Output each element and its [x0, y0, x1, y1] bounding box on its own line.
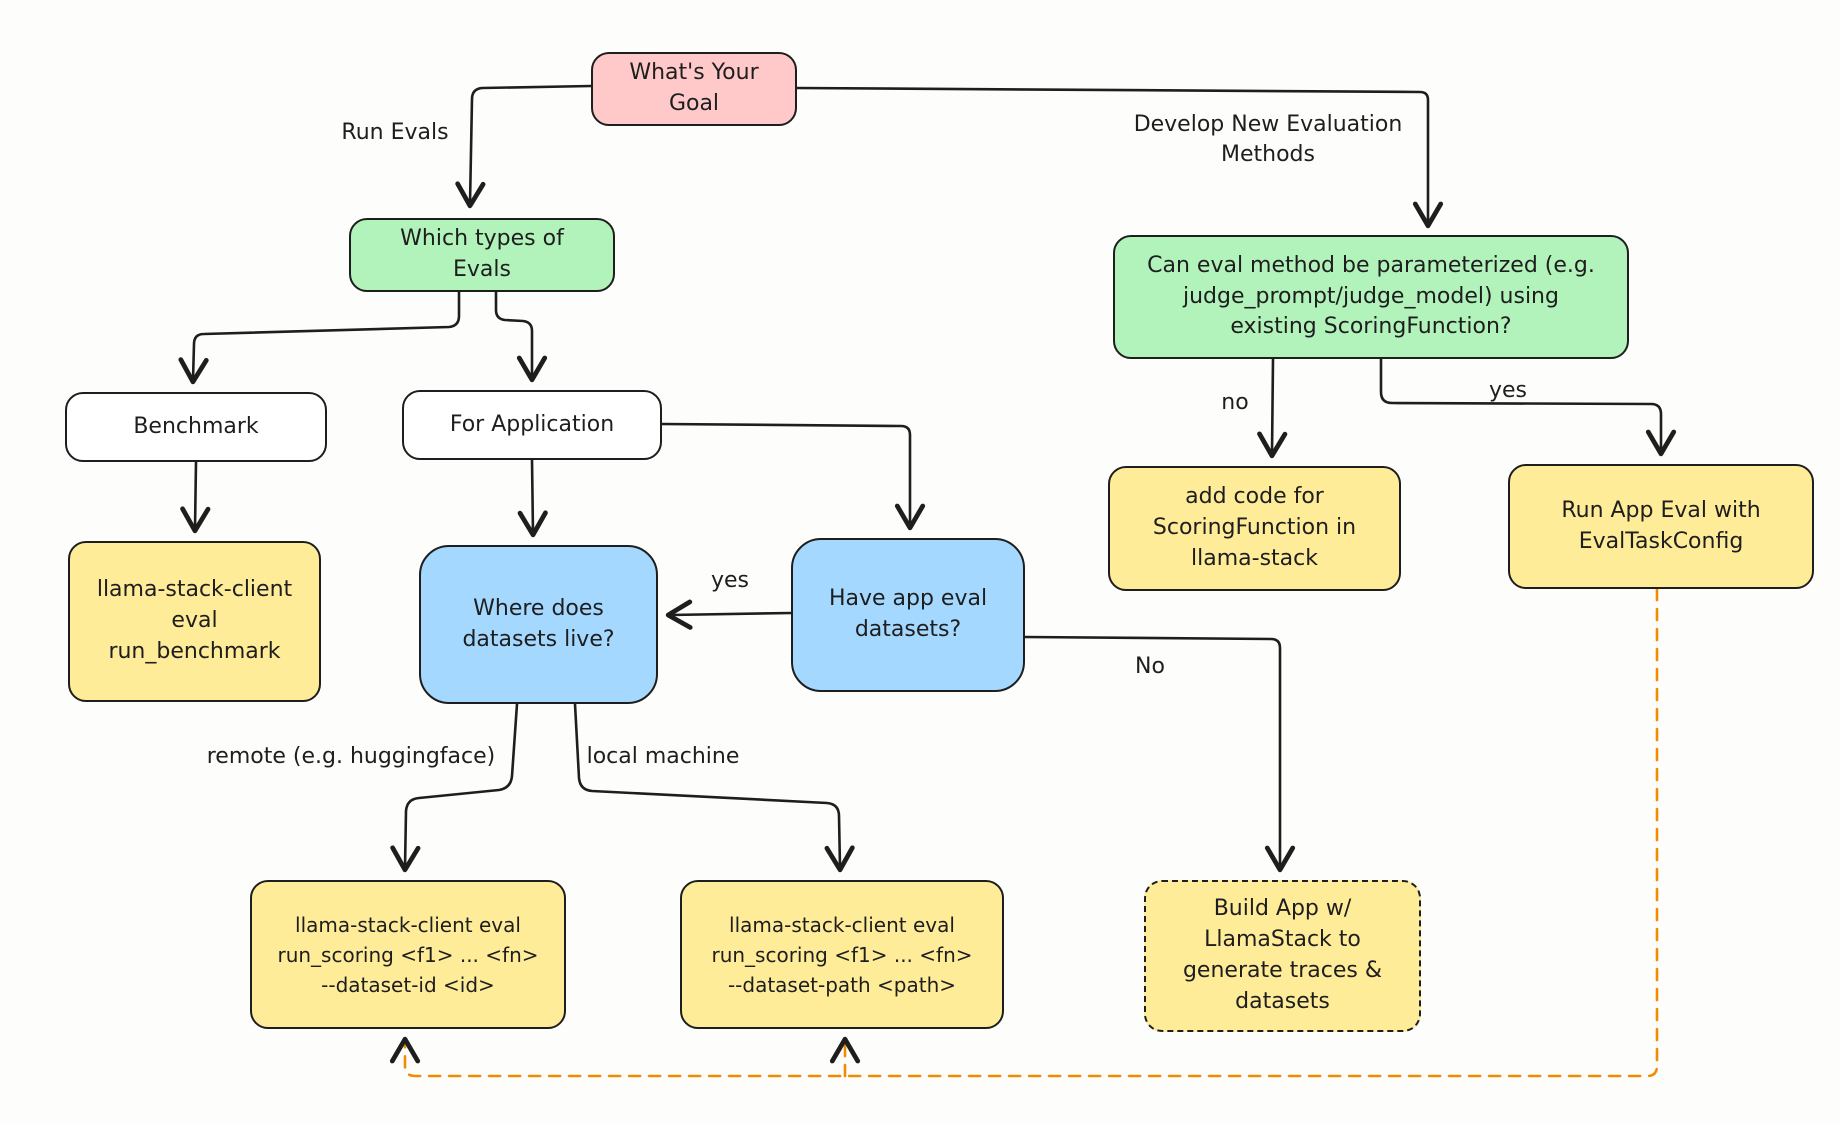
arrow-where-datasets-to-run-scoring-path	[573, 702, 855, 873]
arrow-for-application-to-where-datasets	[517, 458, 548, 538]
arrow-which-types-to-for-application	[494, 290, 548, 383]
edge-label-remote-huggingface: remote (e.g. huggingface)	[206, 744, 496, 769]
node-run-scoring-dataset-id-command: llama-stack-client eval run_scoring <f1>…	[250, 880, 566, 1029]
node-where-does-datasets-live: Where does datasets live?	[419, 545, 658, 704]
node-have-app-eval-datasets: Have app eval datasets?	[791, 538, 1025, 692]
arrow-which-types-to-benchmark	[178, 290, 461, 385]
arrow-goal-to-which-types	[455, 84, 593, 209]
edge-label-local-machine: local machine	[586, 744, 740, 769]
node-run-scoring-dataset-path-command: llama-stack-client eval run_scoring <f1>…	[680, 880, 1004, 1029]
node-build-app-with-llamastack: Build App w/ LlamaStack to generate trac…	[1144, 880, 1421, 1032]
node-for-application: For Application	[402, 390, 662, 460]
arrow-goal-to-param-question	[795, 86, 1444, 229]
node-add-code-for-scoringfunction: add code for ScoringFunction in llama-st…	[1108, 466, 1401, 591]
node-whats-your-goal: What's Your Goal	[591, 52, 797, 126]
edge-label-yes-have-datasets: yes	[710, 568, 750, 593]
arrow-benchmark-to-run-benchmark	[180, 460, 211, 534]
arrow-for-application-to-have-datasets	[660, 422, 926, 531]
edge-label-no-have-datasets: No	[1135, 654, 1165, 679]
dashed-connector-run-app-eval-to-run-scoring-id	[389, 587, 1659, 1078]
arrow-have-datasets-to-where-datasets-yes	[665, 599, 793, 630]
node-benchmark: Benchmark	[65, 392, 327, 462]
node-which-types-of-evals: Which types of Evals	[349, 218, 615, 292]
arrow-where-datasets-to-run-scoring-id	[390, 702, 519, 873]
edge-label-no-parameterized: no	[1221, 390, 1249, 415]
arrow-param-question-to-run-app-eval-yes	[1379, 357, 1677, 457]
edge-label-yes-parameterized: yes	[1488, 378, 1528, 403]
arrow-have-datasets-to-build-app-no	[1023, 635, 1296, 873]
node-can-eval-method-be-parameterized: Can eval method be parameterized (e.g. j…	[1113, 235, 1629, 359]
edge-label-run-evals: Run Evals	[341, 120, 449, 145]
arrow-param-question-to-add-code-no	[1257, 357, 1288, 459]
node-run-app-eval-with-evaltaskconfig: Run App Eval with EvalTaskConfig	[1508, 464, 1814, 589]
node-run-benchmark-command: llama-stack-client eval run_benchmark	[68, 541, 321, 702]
edge-label-develop-new-evaluation-methods: Develop New Evaluation Methods	[1133, 112, 1403, 167]
